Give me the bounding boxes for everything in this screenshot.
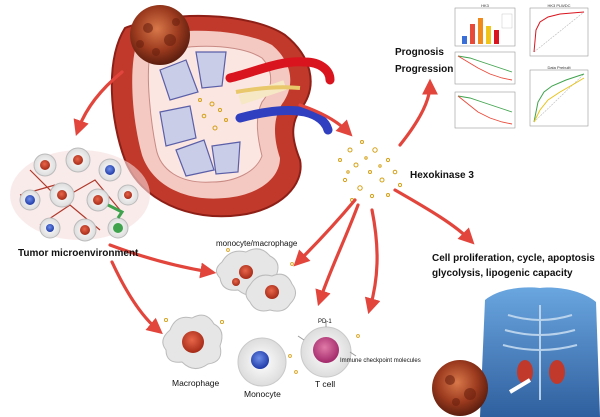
hexokinase-particles	[338, 140, 403, 202]
monocyte-cell	[237, 337, 287, 387]
t-cell	[297, 320, 357, 378]
monocyte-macrophage-cluster	[216, 248, 296, 312]
macrophage-cell	[162, 314, 223, 369]
label-monocyte-macrophage: monocyte/macrophage	[216, 239, 298, 248]
label-pd1: PD-1	[318, 319, 332, 325]
mini-roc-chart-1: HK3 PLWDC	[529, 3, 589, 57]
bar-title: HK3	[481, 3, 490, 8]
label-cell-functions-line2: glycolysis, lipogenic capacity	[432, 268, 573, 279]
roc2-title: Data Prebuilt	[547, 65, 571, 70]
label-progression: Progression	[395, 64, 454, 75]
kidney-tumor	[130, 5, 190, 65]
label-monocyte: Monocyte	[244, 389, 281, 399]
tumor-microenvironment-cluster	[10, 147, 150, 242]
tumor-bottom	[432, 360, 488, 416]
label-prognosis: Prognosis	[395, 47, 444, 58]
roc-title: HK3 PLWDC	[547, 3, 570, 8]
mini-roc-chart-2: Data Prebuilt	[529, 65, 589, 127]
mini-survival-chart-1	[454, 51, 516, 85]
human-torso	[480, 287, 600, 417]
label-immune-checkpoint: Immune checkpoint molecules	[340, 358, 421, 364]
mini-survival-chart-2	[454, 91, 516, 129]
mini-bar-chart: HK3	[454, 3, 516, 47]
arrows	[73, 70, 475, 335]
label-macrophage: Macrophage	[172, 378, 220, 388]
label-cell-functions-line1: Cell proliferation, cycle, apoptosis	[432, 253, 595, 264]
label-hexokinase: Hexokinase 3	[410, 170, 474, 181]
label-tumor-microenvironment: Tumor microenvironment	[18, 248, 139, 259]
kidney-illustration	[110, 14, 335, 218]
label-t-cell: T cell	[315, 379, 336, 389]
prognosis-plots: HK3 HK3 PLWDC Da	[454, 3, 589, 129]
